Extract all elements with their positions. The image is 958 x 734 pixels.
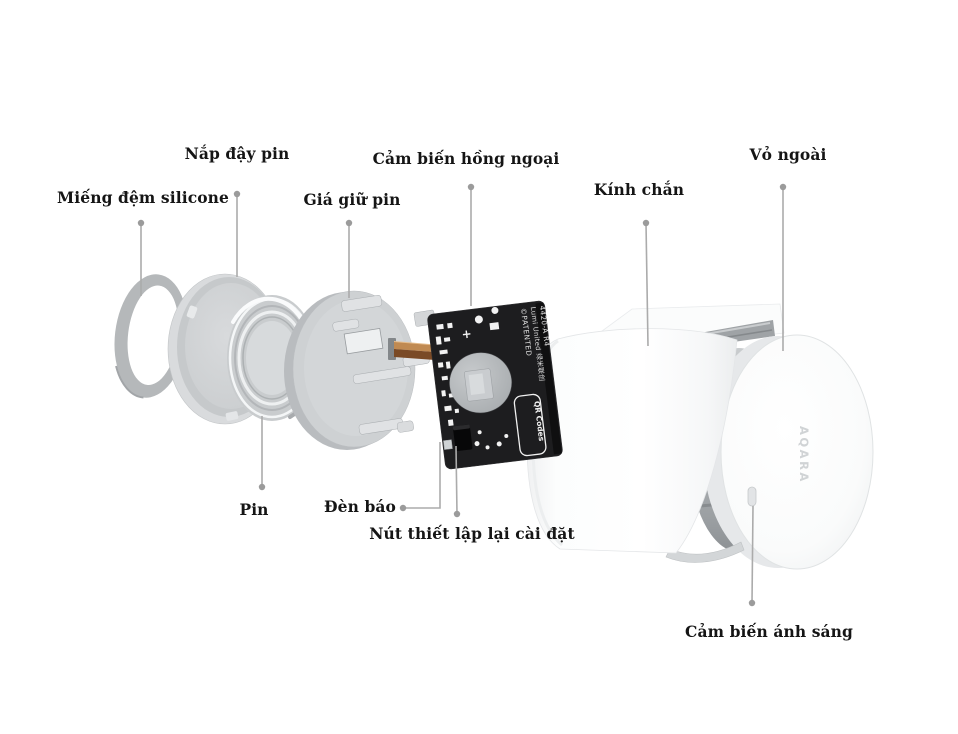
label-battery-cover: Nắp đậy pin: [184, 144, 290, 163]
label-shield: Kính chắn: [593, 180, 685, 199]
label-indicator-led: Đèn báo: [324, 497, 396, 516]
label-outer-shell: Vỏ ngoài: [749, 145, 827, 164]
reset-button-component: [452, 424, 473, 452]
copper-contact: [388, 338, 436, 360]
label-battery: Pin: [239, 500, 269, 519]
pcb-board: + 4420-A R4 Lumi United 绿米联创 ©PATENTED Q…: [427, 300, 563, 470]
label-silicone-pad: Miếng đệm silicone: [56, 188, 230, 207]
label-reset-button: Nút thiết lập lại cài đặt: [369, 524, 575, 543]
battery-holder: [284, 290, 436, 450]
indicator-led-component: [443, 439, 453, 450]
leader-lines: [140, 187, 784, 604]
label-light-sensor: Cảm biến ánh sáng: [685, 622, 853, 641]
pir-sensor: [449, 352, 513, 414]
leader-dots: [137, 183, 787, 607]
pcb-plus-mark: +: [461, 327, 473, 342]
label-battery-holder: Giá giữ pin: [303, 190, 401, 209]
light-sensor-window: [747, 486, 757, 507]
label-ir-sensor: Cảm biến hồng ngoại: [372, 149, 560, 168]
shell-logo: AQARA: [797, 426, 811, 484]
